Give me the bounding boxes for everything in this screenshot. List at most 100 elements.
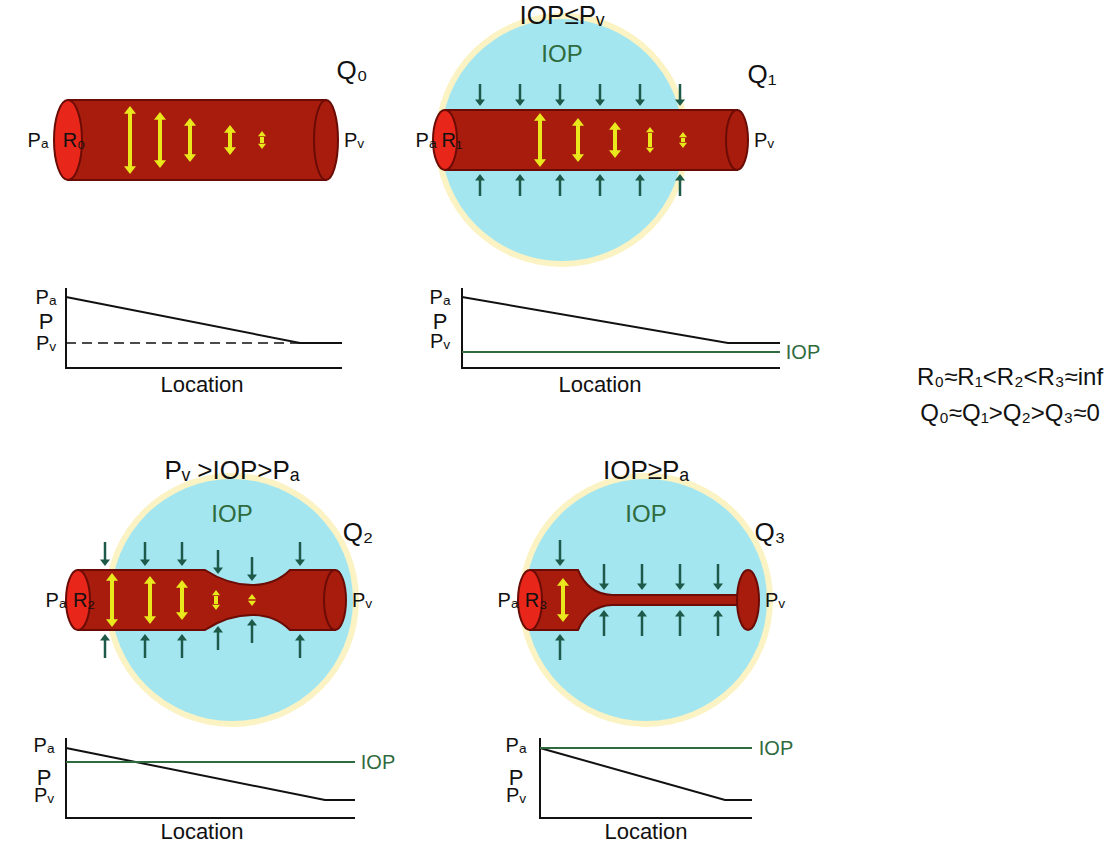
arrow-head bbox=[572, 154, 584, 162]
force-arrow bbox=[559, 180, 562, 196]
arrow-head bbox=[595, 100, 605, 107]
pressure-arrow bbox=[613, 128, 617, 152]
region-label: IOP bbox=[211, 501, 252, 527]
arrow-head bbox=[557, 578, 569, 586]
arrow-head bbox=[555, 100, 565, 107]
arrow-head bbox=[599, 610, 609, 617]
resistance-label: R₁ bbox=[441, 129, 462, 151]
axis-tick: Pᵥ bbox=[506, 784, 526, 806]
arrow-head bbox=[212, 605, 220, 610]
arrow-head bbox=[184, 154, 196, 162]
vessel bbox=[78, 570, 335, 630]
force-arrow bbox=[299, 542, 302, 560]
flow-label: Q₃ bbox=[755, 518, 786, 547]
arrow-head bbox=[534, 159, 546, 167]
axis-label: Location bbox=[160, 820, 243, 844]
arrow-head bbox=[555, 174, 565, 181]
pressure-graph bbox=[66, 738, 355, 818]
arrow-head bbox=[555, 634, 565, 641]
arrow-head bbox=[258, 131, 266, 136]
arrow-head bbox=[609, 122, 621, 130]
arrow-head bbox=[106, 573, 118, 581]
arrow-head bbox=[595, 174, 605, 181]
force-arrow bbox=[479, 180, 482, 196]
arrow-head bbox=[224, 125, 236, 133]
arrow-head bbox=[555, 560, 565, 567]
vessel-end bbox=[324, 570, 346, 630]
pressure-label: Pᵥ bbox=[352, 589, 372, 611]
arrow-head bbox=[635, 174, 645, 181]
force-arrow bbox=[519, 84, 522, 100]
resistance-label: R₀ bbox=[63, 129, 86, 151]
pressure-arrow bbox=[576, 124, 580, 156]
force-arrow bbox=[104, 640, 107, 658]
arrow-head bbox=[154, 112, 166, 120]
force-arrow bbox=[717, 616, 720, 636]
pressure-label: Pᵥ bbox=[754, 129, 774, 151]
axis-tick: Pᵥ bbox=[36, 332, 56, 354]
force-arrow bbox=[599, 84, 602, 100]
pressure-arrow bbox=[561, 584, 565, 616]
axis-label: P bbox=[39, 310, 54, 334]
pressure-graph bbox=[462, 288, 780, 368]
arrow-head bbox=[599, 584, 609, 591]
axis-label: Location bbox=[558, 373, 641, 397]
vessel-end bbox=[726, 110, 748, 170]
force-arrow bbox=[479, 84, 482, 100]
arrow-head bbox=[515, 100, 525, 107]
curve-label: IOP bbox=[759, 737, 793, 759]
force-arrow bbox=[559, 640, 562, 660]
arrow-head bbox=[100, 560, 110, 567]
eye bbox=[525, 479, 767, 721]
axis-tick: Pₐ bbox=[34, 734, 55, 756]
arrow-head bbox=[213, 568, 223, 575]
pressure-graph bbox=[540, 738, 752, 818]
arrow-head bbox=[140, 634, 150, 641]
force-arrow bbox=[559, 540, 562, 560]
axis-label: Location bbox=[604, 820, 687, 844]
arrow-head bbox=[106, 619, 118, 627]
arrow-head bbox=[247, 575, 257, 582]
pressure-arrow bbox=[128, 112, 132, 168]
panel-title: IOP≥Pₐ bbox=[603, 456, 689, 485]
vessel bbox=[445, 110, 737, 170]
force-arrow bbox=[641, 616, 644, 636]
force-arrows bbox=[100, 84, 723, 660]
arrow-head bbox=[475, 174, 485, 181]
force-arrow bbox=[603, 616, 606, 636]
pressure-arrow bbox=[188, 124, 192, 156]
force-arrow bbox=[181, 640, 184, 658]
pressure-label: Pᵥ bbox=[765, 589, 785, 611]
arrow-head bbox=[557, 614, 569, 622]
arrow-head bbox=[635, 100, 645, 107]
arrow-head bbox=[534, 113, 546, 121]
arrow-head bbox=[679, 143, 687, 148]
axis-tick: Pₐ bbox=[430, 286, 451, 308]
force-arrow bbox=[251, 557, 254, 575]
arrow-head bbox=[124, 166, 136, 174]
arrow-head bbox=[475, 100, 485, 107]
force-arrow bbox=[181, 542, 184, 560]
arrow-head bbox=[144, 576, 156, 584]
force-arrow bbox=[639, 84, 642, 100]
vessel-end bbox=[314, 100, 338, 180]
force-arrow bbox=[599, 180, 602, 196]
region-label: IOP bbox=[541, 41, 582, 67]
arrow-head bbox=[646, 148, 654, 153]
arrow-head bbox=[295, 634, 305, 641]
force-arrow bbox=[144, 640, 147, 658]
arrow-head bbox=[124, 106, 136, 114]
force-arrow bbox=[603, 564, 606, 584]
pressure-arrow bbox=[228, 131, 232, 149]
arrow-head bbox=[100, 634, 110, 641]
resistance-label: R₃ bbox=[525, 589, 548, 611]
force-arrow bbox=[144, 542, 147, 560]
axis-tick: Pₐ bbox=[506, 734, 527, 756]
arrow-head bbox=[713, 610, 723, 617]
force-arrow bbox=[104, 542, 107, 560]
arrow-head bbox=[248, 601, 256, 606]
arrow-head bbox=[675, 584, 685, 591]
flow-label: Q₀ bbox=[336, 56, 367, 85]
arrow-head bbox=[295, 560, 305, 567]
arrow-head bbox=[177, 634, 187, 641]
